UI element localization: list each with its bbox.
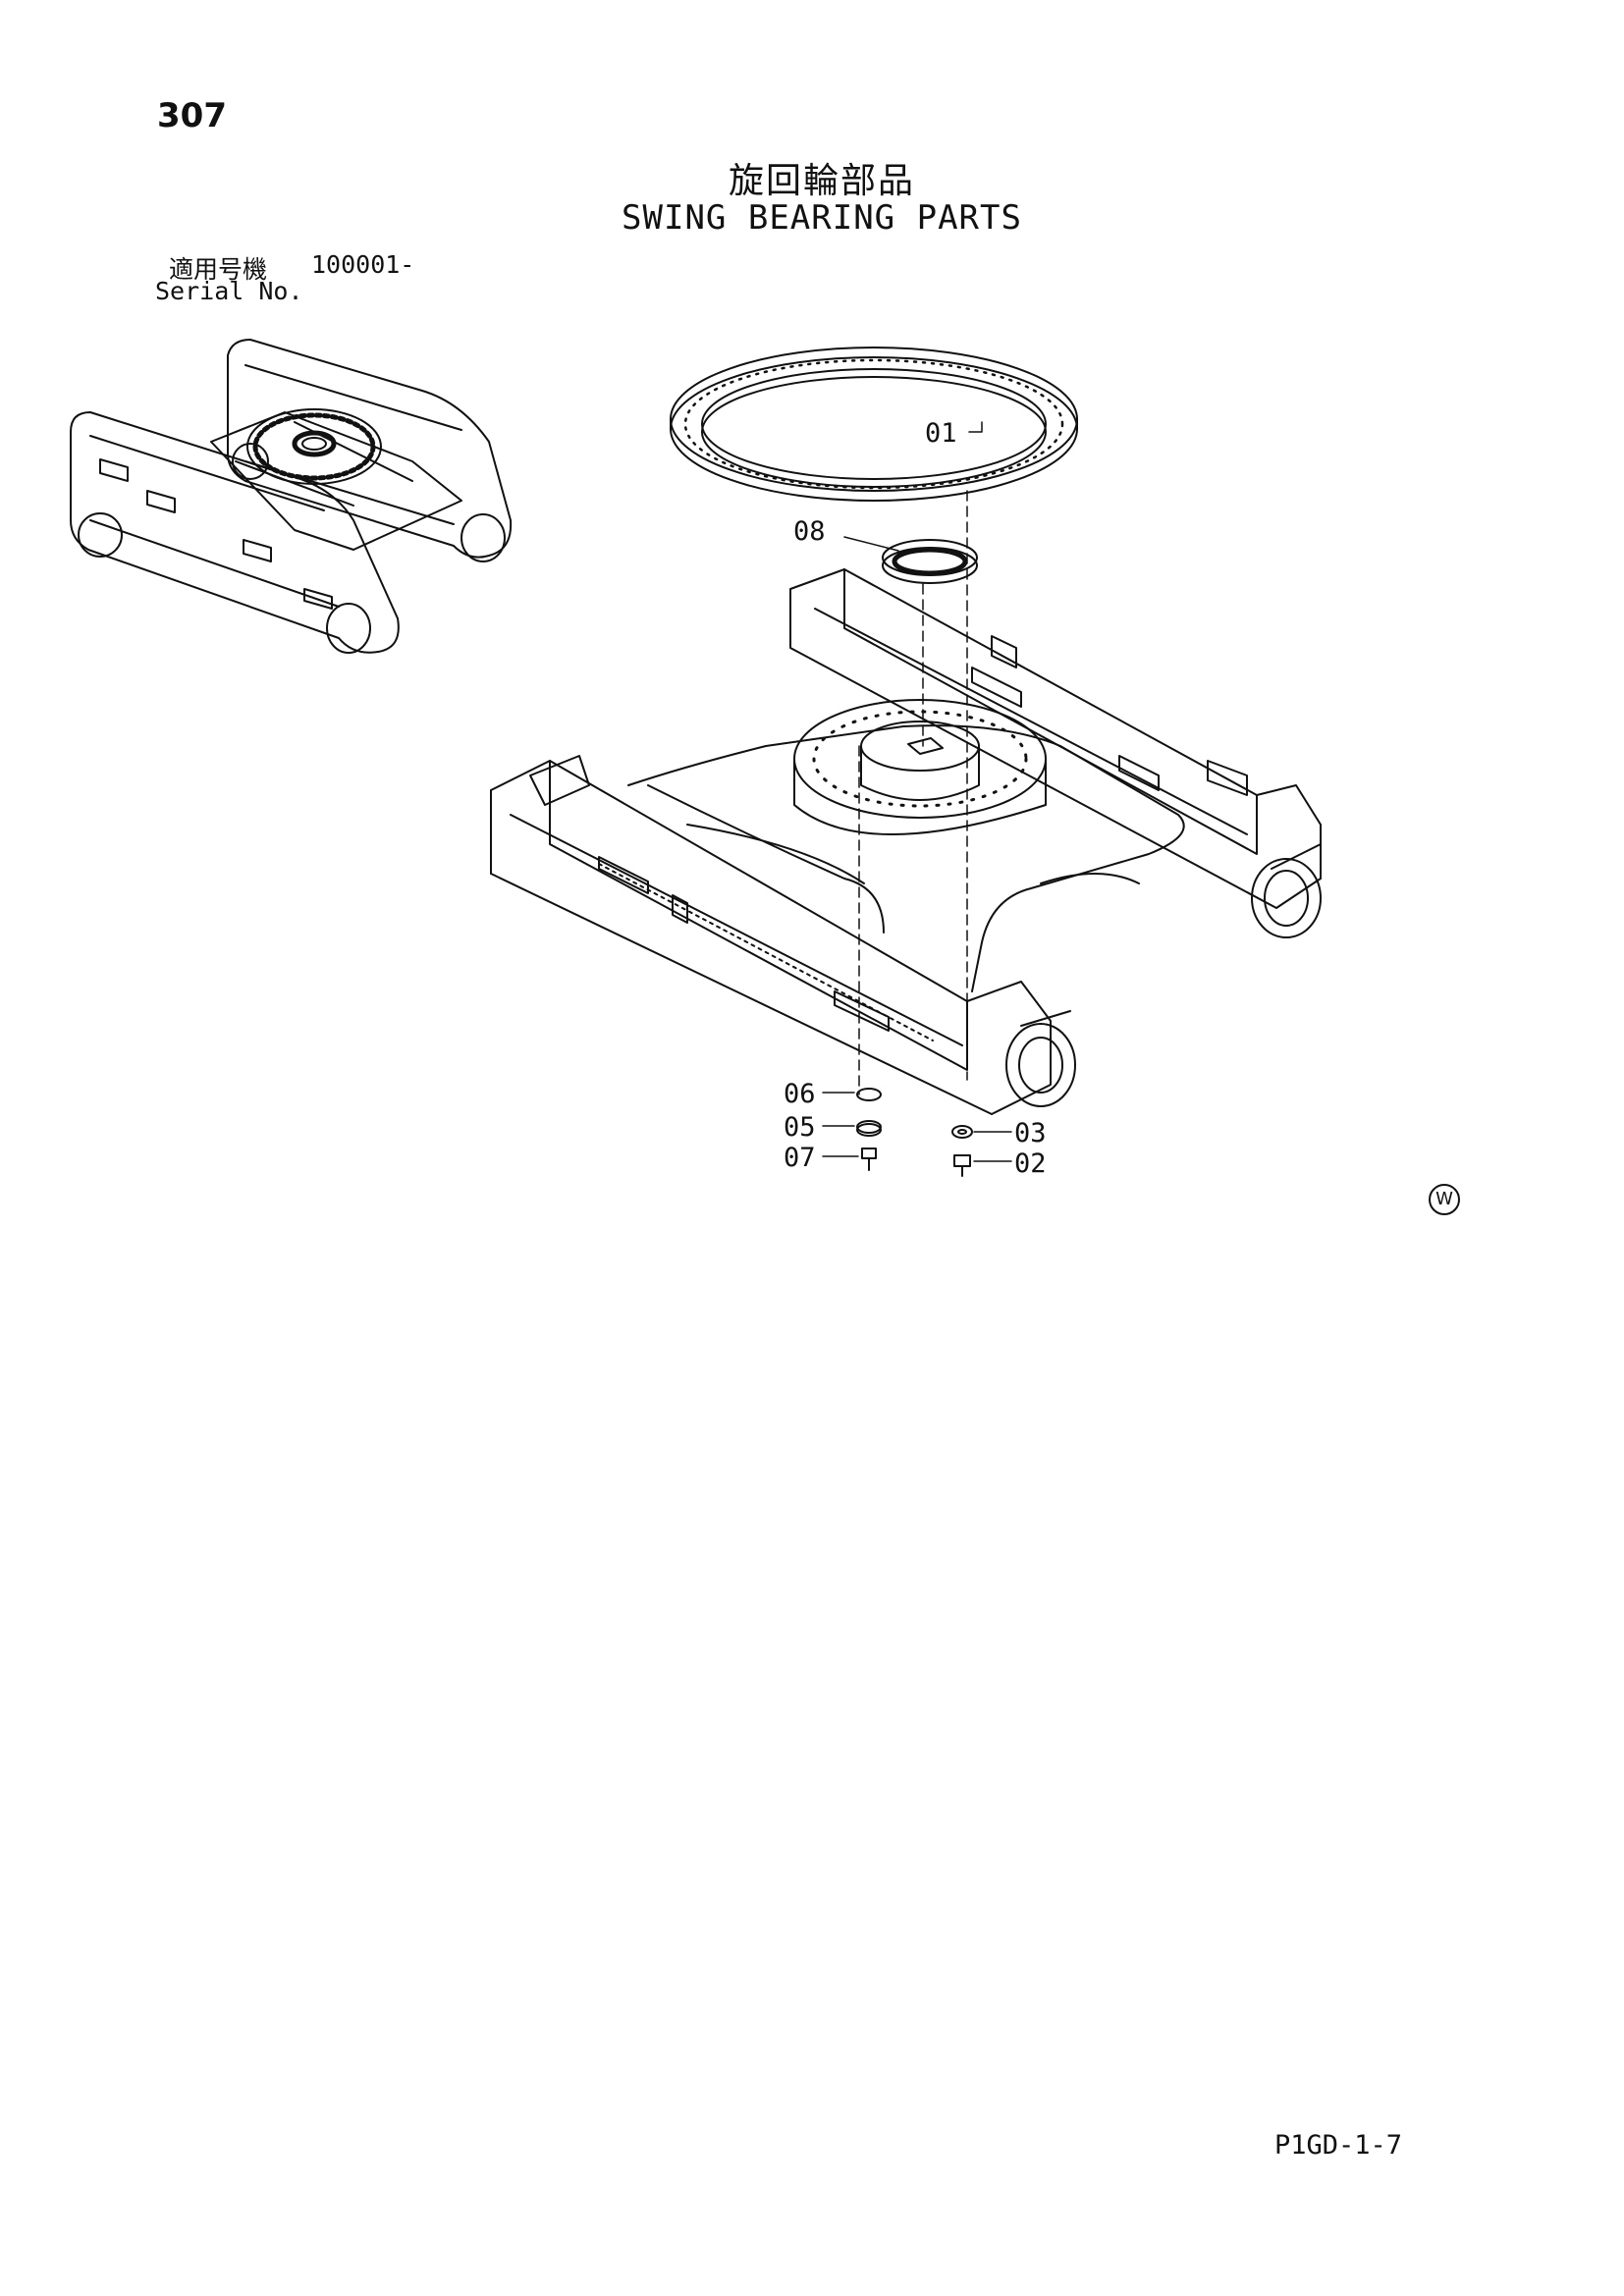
serial-label-english: Serial No.	[155, 277, 303, 305]
callout-label-05: 05	[784, 1112, 816, 1143]
seal-ring	[882, 539, 978, 584]
title-english: SWING BEARING PARTS	[622, 198, 1022, 238]
bolt-02	[953, 1154, 971, 1177]
title-japanese: 旋回輪部品	[728, 161, 915, 201]
shim-05	[856, 1120, 882, 1137]
callout-label-07: 07	[784, 1143, 816, 1173]
callout-label-08: 08	[793, 516, 826, 547]
callout-label-06: 06	[784, 1079, 816, 1109]
w-mark: W	[1429, 1184, 1460, 1215]
serial-range: 100001-	[311, 250, 415, 279]
exploded-view-guide-lines	[858, 490, 968, 1095]
callout-label-01: 01	[925, 418, 957, 449]
document-code: P1GD-1-7	[1274, 2130, 1403, 2161]
page-number: 307	[157, 96, 227, 135]
bolt-07	[861, 1148, 877, 1171]
parts-diagram: 01 08 06 05 07 03 02	[70, 339, 1322, 1179]
callout-leader-lines	[822, 421, 1012, 1162]
serial-label-japanese: 適用号機	[169, 255, 268, 284]
undercarriage-overview-illustration	[70, 339, 513, 654]
callout-label-03: 03	[1014, 1118, 1047, 1148]
washer-03	[951, 1125, 973, 1139]
o-ring-06	[856, 1088, 882, 1101]
lower-frame-illustration	[490, 568, 1322, 1115]
callout-label-02: 02	[1014, 1148, 1047, 1179]
swing-bearing-ring	[670, 347, 1078, 502]
